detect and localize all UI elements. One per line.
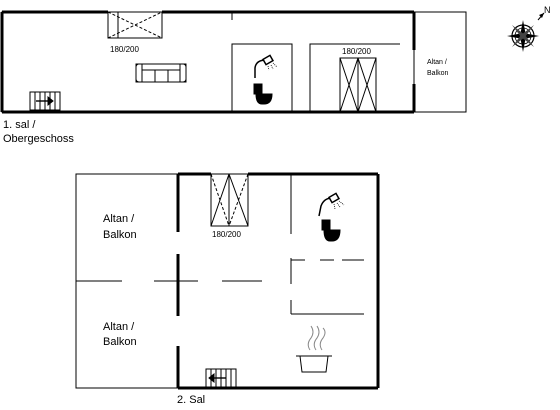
lower-balcony-top-label-line1: Altan / bbox=[103, 213, 135, 225]
toilet-lower-icon bbox=[321, 219, 341, 242]
upper-balcony-label-line1: Altan / bbox=[427, 59, 447, 66]
sofa-icon bbox=[135, 63, 187, 83]
bed-lower-icon bbox=[210, 173, 249, 227]
lower-floor-caption: 2. Sal bbox=[177, 394, 206, 406]
bed-top-icon bbox=[107, 11, 163, 39]
upper-floor-outline bbox=[1, 11, 415, 113]
compass-north-label: N bbox=[544, 5, 551, 15]
toilet-upper-icon bbox=[253, 83, 273, 105]
upper-balcony-outline bbox=[413, 11, 467, 113]
shower-upper-icon bbox=[254, 54, 278, 78]
bed-right-size-label: 180/200 bbox=[342, 47, 371, 56]
bed-lower-size-label: 180/200 bbox=[212, 230, 241, 239]
lower-balcony-bottom-label-line1: Altan / bbox=[103, 321, 135, 333]
upper-floor-caption-line1: 1. sal / bbox=[3, 119, 36, 131]
upper-floor-caption-line2: Obergeschoss bbox=[3, 133, 74, 145]
compass-rose-icon bbox=[507, 12, 545, 52]
cooking-pot-icon bbox=[296, 325, 332, 373]
lower-balcony-bottom-label-line2: Balkon bbox=[103, 336, 137, 348]
stairs-upper-icon bbox=[29, 91, 61, 111]
upper-floor bbox=[0, 10, 467, 114]
bed-top-size-label: 180/200 bbox=[110, 45, 139, 54]
bed-right-icon bbox=[339, 57, 377, 113]
lower-balcony-top-label-line2: Balkon bbox=[103, 229, 137, 241]
stairs-lower-icon bbox=[205, 368, 237, 388]
lower-floor bbox=[75, 172, 380, 390]
shower-lower-icon bbox=[318, 192, 345, 217]
upper-bedroom-walls bbox=[309, 43, 400, 112]
upper-balcony-label-line2: Balkon bbox=[427, 70, 449, 77]
upper-bathroom-walls bbox=[231, 43, 293, 112]
